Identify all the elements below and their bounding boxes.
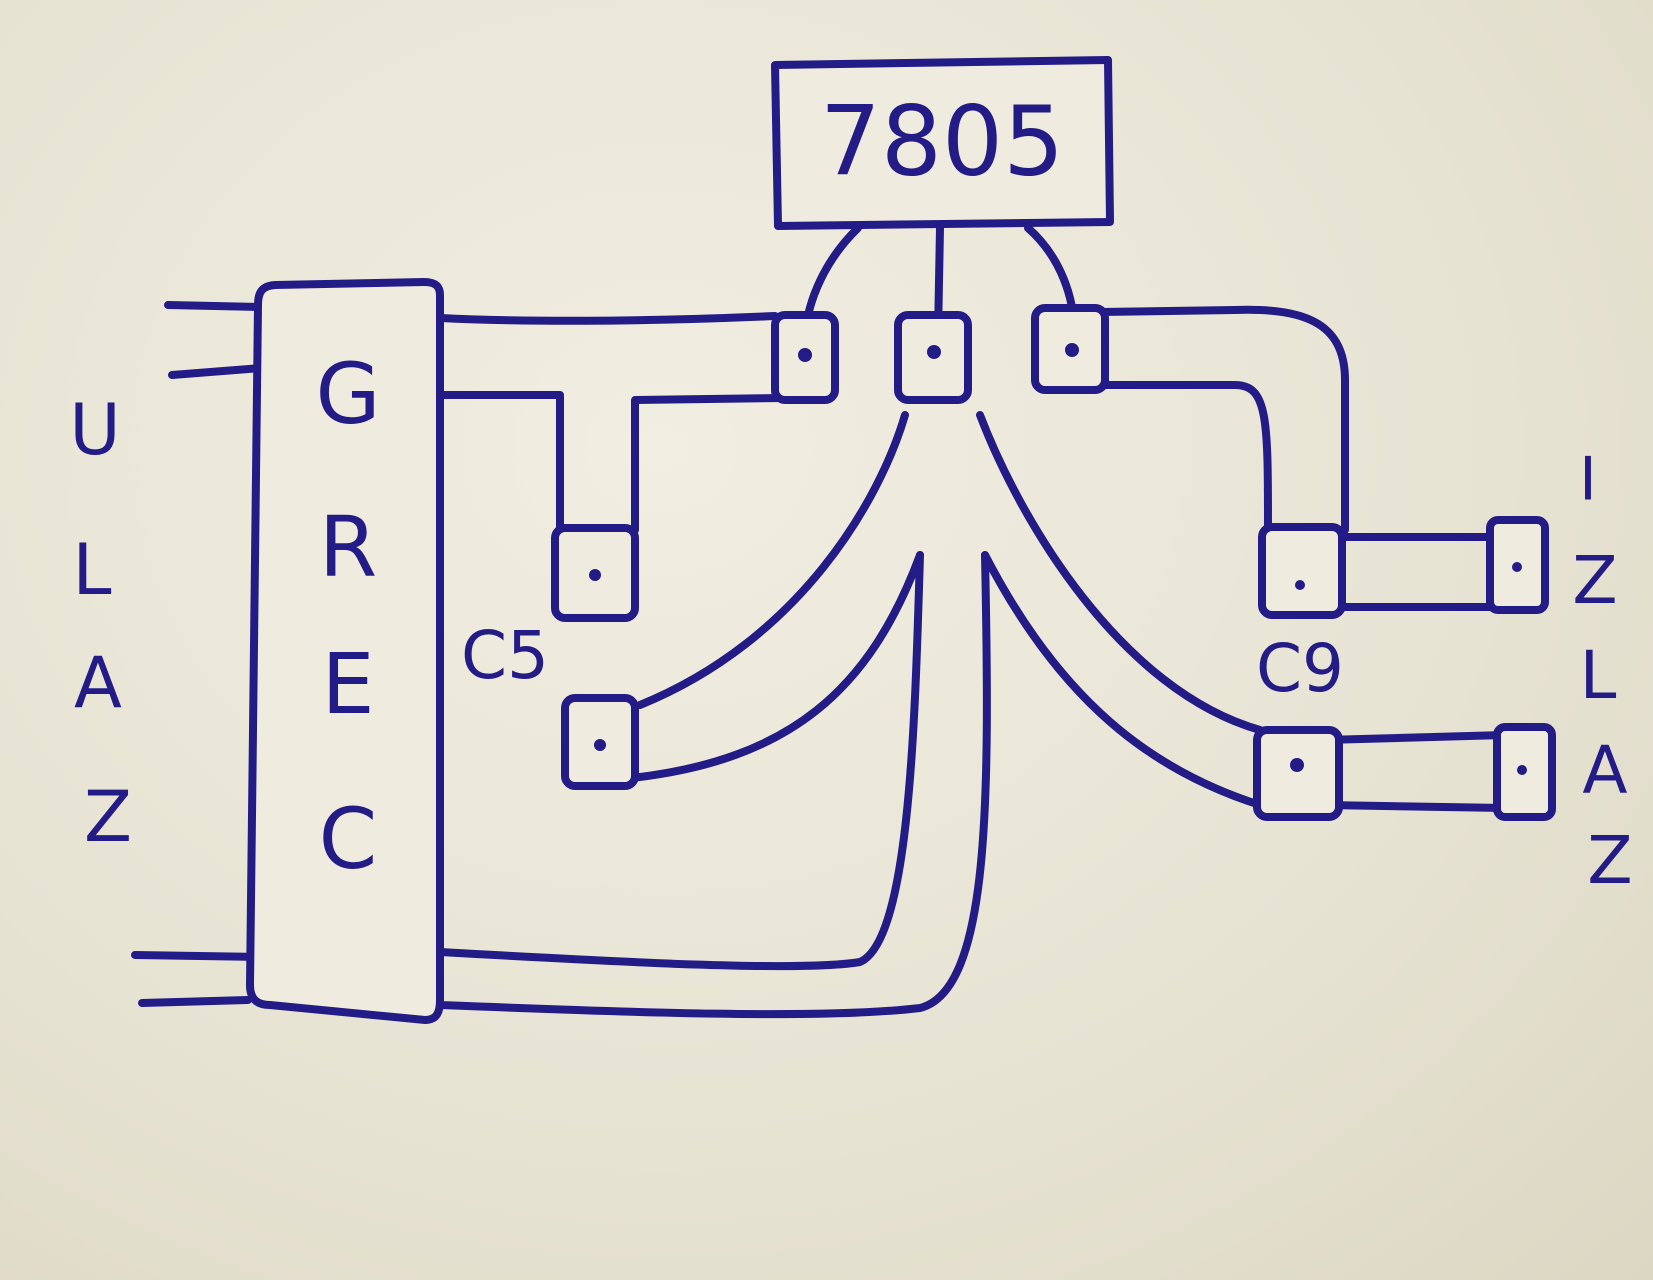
rectifier-letter-3: E	[321, 635, 374, 733]
input-label-letter-4: Z	[84, 776, 132, 858]
input-label-letter-2: L	[73, 529, 112, 611]
pad-out-plus	[1486, 516, 1549, 614]
output-label-letter-3: L	[1580, 637, 1617, 714]
trace-gnd-return	[436, 551, 924, 971]
trace-out-bottom	[1321, 731, 1509, 812]
pad-c9-minus	[1253, 726, 1343, 821]
trace-gnd-return-outer	[436, 551, 991, 1019]
output-label-letter-2: Z	[1572, 542, 1617, 619]
pad-c9-plus	[1258, 523, 1346, 619]
input-label-letter-3: A	[74, 642, 122, 724]
pad-out-minus	[1493, 723, 1556, 821]
input-wire-3	[131, 951, 266, 961]
rectifier-body	[246, 278, 444, 1024]
c9-label: C9	[1256, 630, 1344, 707]
pad-c5-minus	[561, 694, 639, 790]
input-label-letter-1: U	[69, 389, 120, 471]
pad-gnd	[894, 311, 972, 404]
trace-gnd-left	[628, 411, 924, 782]
input-wire-4	[138, 996, 252, 1007]
pad-vin	[771, 311, 839, 404]
trace-rect-to-vin	[436, 312, 779, 325]
trace-vin-to-c5	[436, 391, 789, 534]
output-label-letter-5: Z	[1587, 822, 1632, 899]
rectifier-letter-1: G	[315, 345, 380, 443]
pad-c5-plus	[551, 524, 639, 622]
rectifier-letter-4: C	[319, 790, 378, 888]
input-wire-1	[164, 301, 266, 311]
rectifier-letter-2: R	[319, 498, 377, 596]
trace-vout-to-c9	[1096, 305, 1349, 534]
output-label-letter-4: A	[1582, 732, 1627, 809]
trace-gnd-right	[976, 411, 1264, 809]
pad-vout	[1031, 304, 1109, 394]
regulator-label: 7805	[820, 85, 1064, 197]
c5-label: C5	[461, 617, 549, 694]
regulator-body	[771, 56, 1114, 230]
trace-vout-to-c9-inner	[1096, 381, 1272, 534]
trace-out-top	[1341, 533, 1499, 611]
input-wire-2	[168, 364, 266, 379]
output-label-letter-1: I	[1579, 445, 1597, 515]
